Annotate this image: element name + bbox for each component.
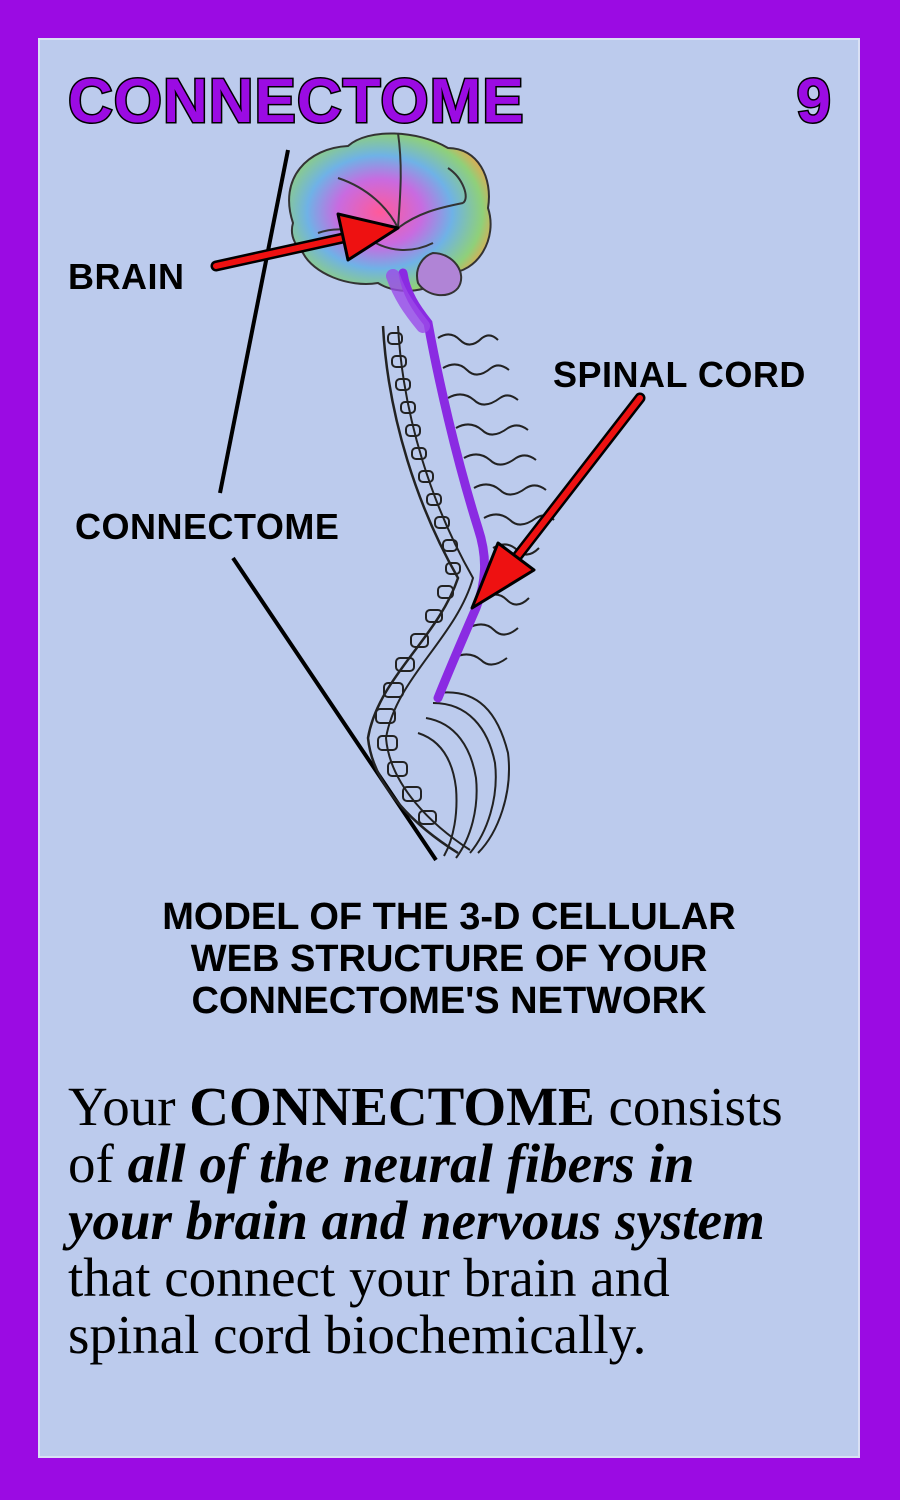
card-title: CONNECTOME: [67, 66, 526, 138]
brain-arrow: [210, 212, 400, 272]
description-line: spinal cord biochemically.: [68, 1304, 647, 1365]
emphasis-text: your brain and nervous system: [68, 1190, 765, 1251]
caption-line: WEB STRUCTURE OF YOUR: [190, 938, 708, 980]
description-line: that connect your brain and: [68, 1247, 670, 1308]
emphasis-text: all of the neural fibers in: [127, 1133, 695, 1194]
spinal-cord-label: SPINAL CORD: [553, 354, 806, 395]
card: CONNECTOME 9: [38, 38, 860, 1458]
vertebrae: [366, 325, 475, 855]
connectome-emphasis: CONNECTOME: [189, 1076, 595, 1137]
description-text: Your CONNECTOME consists of all of the n…: [68, 1078, 848, 1363]
spinal-cord-arrow: [470, 392, 646, 610]
description-line: of all of the neural fibers in: [68, 1133, 695, 1194]
description-line: your brain and nervous system: [68, 1192, 848, 1249]
brain-label: BRAIN: [68, 256, 185, 297]
caption-line: MODEL OF THE 3-D CELLULAR: [162, 896, 736, 938]
connectome-leader-line-lower: [231, 556, 438, 862]
connectome-label: CONNECTOME: [75, 506, 340, 547]
caption-line: CONNECTOME'S NETWORK: [191, 980, 707, 1022]
nervous-system-illustration: [210, 132, 646, 862]
diagram-caption: MODEL OF THE 3-D CELLULAR WEB STRUCTURE …: [78, 896, 820, 1022]
description-line: Your CONNECTOME consists: [68, 1076, 783, 1137]
card-number: 9: [795, 66, 833, 138]
connectome-leader-line-upper: [218, 149, 290, 494]
